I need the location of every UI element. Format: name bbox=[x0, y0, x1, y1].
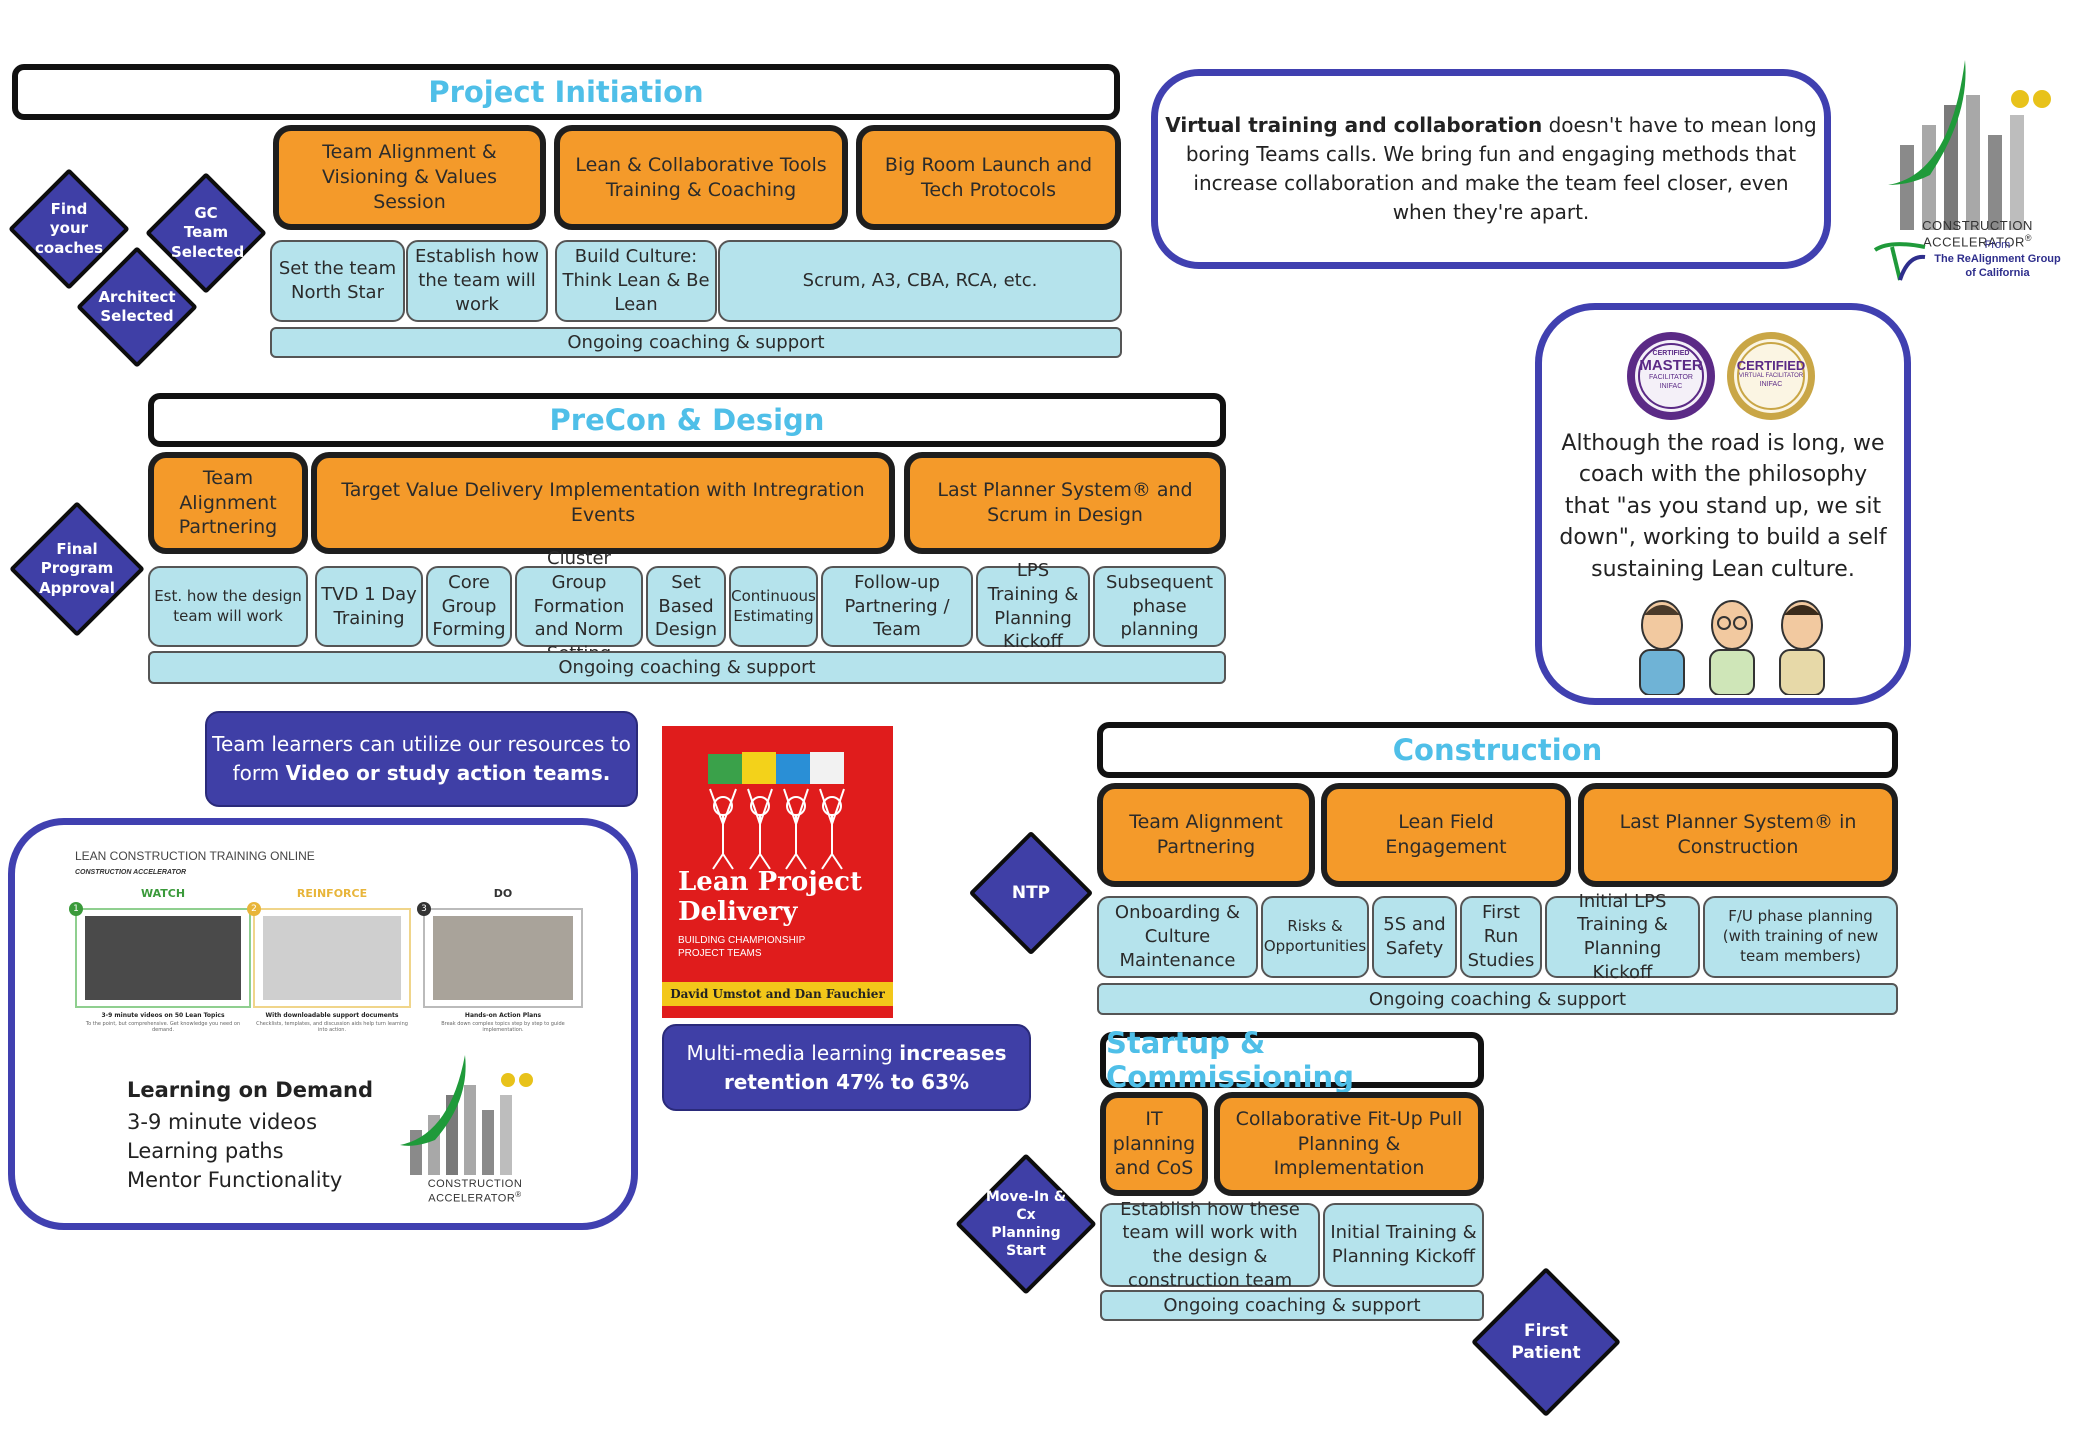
step-do: DO 3 Hands-on Action Plans Break down co… bbox=[417, 887, 583, 1033]
master-facilitator-badge: CERTIFIED MASTER FACILITATOR INIFAC bbox=[1625, 330, 1717, 422]
step-continuous-estimating: Continuous Estimating bbox=[729, 566, 818, 647]
step-establish-teams: Establish how these team will work with … bbox=[1100, 1199, 1320, 1291]
panel-accelerator-logo: CONSTRUCTION ACCELERATOR® bbox=[380, 1050, 570, 1205]
book-authors: David Umstot and Dan Fauchier bbox=[662, 982, 893, 1006]
step-tvd-training: TVD 1 Day Training bbox=[315, 566, 423, 647]
laptop-thumbnail bbox=[263, 916, 401, 1000]
ongoing-support-bar: Ongoing coaching & support bbox=[1097, 983, 1898, 1015]
step-onboarding-culture: Onboarding & Culture Maintenance bbox=[1097, 896, 1258, 978]
task-big-room-launch: Big Room Launch and Tech Protocols bbox=[856, 125, 1121, 230]
step-scrum-a3: Scrum, A3, CBA, RCA, etc. bbox=[718, 240, 1122, 322]
phase-title: Construction bbox=[1392, 733, 1603, 767]
learning-on-demand-title: Learning on Demand bbox=[127, 1078, 373, 1102]
ongoing-support-bar: Ongoing coaching & support bbox=[270, 327, 1122, 358]
step-watch: WATCH 1 3-9 minute videos on 50 Lean Top… bbox=[69, 887, 251, 1033]
virtual-callout-text: doesn't have to mean long boring Teams c… bbox=[1185, 113, 1817, 224]
task-team-alignment-visioning: Team Alignment & Visioning & Values Sess… bbox=[273, 125, 546, 230]
book-cover-lean-project-delivery: Lean Project Delivery BUILDING CHAMPIONS… bbox=[662, 726, 893, 1018]
step-fu-phase-planning: F/U phase planning (with training of new… bbox=[1703, 896, 1898, 978]
video-thumbnail bbox=[85, 916, 241, 1000]
virtual-callout-bold: Virtual training and collaboration bbox=[1165, 113, 1543, 137]
milestone-architect-selected: Architect Selected bbox=[76, 246, 198, 368]
philosophy-text: Although the road is long, we coach with… bbox=[1559, 431, 1887, 582]
milestone-final-program: Final Program Approval bbox=[8, 500, 146, 638]
step-build-culture: Build Culture: Think Lean & Be Lean bbox=[555, 240, 717, 322]
task-lean-tools-training: Lean & Collaborative Tools Training & Co… bbox=[554, 125, 848, 230]
step-establish-how: Establish how the team will work bbox=[406, 240, 548, 322]
step-lps-training: LPS Training & Planning Kickoff bbox=[976, 560, 1090, 652]
phase-title: Project Initiation bbox=[428, 75, 704, 109]
virtual-facilitator-badge: CERTIFIED VIRTUAL FACILITATOR INIFAC bbox=[1725, 330, 1817, 422]
milestone-first-patient: First Patient bbox=[1462, 1258, 1630, 1426]
step-first-run-studies: First Run Studies bbox=[1460, 896, 1542, 978]
milestone-move-in: Move-In & Cx Planning Start bbox=[942, 1140, 1110, 1308]
training-online-panel: LEAN CONSTRUCTION TRAINING ONLINE CONSTR… bbox=[8, 818, 638, 1230]
task-collaborative-fitup: Collaborative Fit-Up Pull Planning & Imp… bbox=[1214, 1092, 1484, 1196]
step-subsequent-phase: Subsequent phase planning bbox=[1093, 566, 1226, 647]
step-north-star: Set the team North Star bbox=[270, 240, 405, 322]
action-plan-thumbnail bbox=[433, 916, 573, 1000]
phase-header-construction: Construction bbox=[1097, 722, 1898, 778]
training-panel-header: LEAN CONSTRUCTION TRAINING ONLINE bbox=[75, 849, 315, 863]
book-title: Lean Project bbox=[678, 867, 863, 897]
task-team-alignment-partnering: Team Alignment Partnering bbox=[1097, 783, 1315, 887]
accelerator-bars-icon bbox=[1888, 60, 2051, 230]
task-lps-construction: Last Planner System® in Construction bbox=[1578, 783, 1898, 887]
training-panel-brand: CONSTRUCTION ACCELERATOR bbox=[75, 869, 187, 876]
coaches-caricature-icon bbox=[1639, 600, 1825, 695]
step-risks-opportunities: Risks & Opportunities bbox=[1261, 896, 1369, 978]
task-team-alignment-partnering: Team Alignment Partnering bbox=[148, 452, 308, 554]
task-lps-scrum-design: Last Planner System® and Scrum in Design bbox=[904, 452, 1226, 554]
step-set-based: Set Based Design bbox=[646, 566, 726, 647]
construction-accelerator-logo: CONSTRUCTION ACCELERATOR® From The ReAli… bbox=[1870, 55, 2085, 285]
ongoing-support-bar: Ongoing coaching & support bbox=[148, 651, 1226, 684]
task-it-planning: IT planning and CoS bbox=[1100, 1092, 1208, 1196]
milestone-gc-selected: GC Team Selected bbox=[145, 172, 267, 294]
ongoing-support-bar: Ongoing coaching & support bbox=[1100, 1290, 1484, 1321]
step-initial-lps-training: Initial LPS Training & Planning Kickoff bbox=[1545, 891, 1700, 983]
milestone-find-coaches: Find your coaches bbox=[8, 168, 130, 290]
learners-note: Team learners can utilize our resources … bbox=[205, 711, 638, 807]
step-follow-up-partnering: Follow-up Partnering / Team bbox=[821, 566, 973, 647]
book-subtitle: BUILDING CHAMPIONSHIP bbox=[678, 935, 806, 946]
task-lean-field-engagement: Lean Field Engagement bbox=[1321, 783, 1571, 887]
step-5s-safety: 5S and Safety bbox=[1372, 896, 1457, 978]
phase-header-startup: Startup & Commissioning bbox=[1100, 1026, 1484, 1094]
learning-items: 3-9 minute videos Learning paths Mentor … bbox=[127, 1110, 343, 1192]
phase-title: Startup & Commissioning bbox=[1106, 1026, 1354, 1094]
step-core-group: Core Group Forming bbox=[426, 566, 512, 647]
step-reinforce: REINFORCE 2 With downloadable support do… bbox=[247, 887, 411, 1033]
phase-title: PreCon & Design bbox=[549, 403, 825, 437]
phase-header-precon: PreCon & Design bbox=[148, 393, 1226, 447]
step-initial-training-kickoff: Initial Training & Planning Kickoff bbox=[1323, 1203, 1484, 1287]
multimedia-note: Multi-media learning increases retention… bbox=[662, 1024, 1031, 1111]
milestone-ntp: NTP bbox=[968, 830, 1094, 956]
phase-header-initiation: Project Initiation bbox=[12, 64, 1120, 120]
step-est-design-team: Est. how the design team will work bbox=[148, 566, 308, 647]
puzzle-people-icon bbox=[708, 752, 845, 870]
philosophy-callout: CERTIFIED MASTER FACILITATOR INIFAC CERT… bbox=[1535, 303, 1911, 705]
virtual-training-callout: Virtual training and collaboration doesn… bbox=[1151, 69, 1831, 269]
step-cluster-group: Cluster Group Formation and Norm Setting bbox=[515, 548, 643, 664]
task-target-value-delivery: Target Value Delivery Implementation wit… bbox=[311, 452, 895, 554]
accelerator-bars-icon bbox=[400, 1055, 533, 1175]
realignment-swoosh-icon bbox=[1873, 242, 1926, 281]
